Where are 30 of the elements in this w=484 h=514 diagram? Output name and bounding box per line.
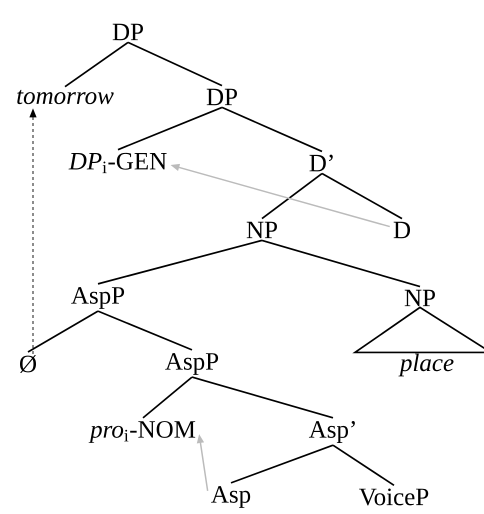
tree-branch: [28, 310, 98, 353]
category-label: Asp: [211, 486, 250, 508]
word-label: tomorrow: [17, 90, 114, 104]
tree-branch: [192, 376, 334, 419]
tree-branch: [64, 42, 128, 88]
category-label: AspP: [71, 287, 124, 309]
tree-branch: [262, 240, 420, 288]
tree-branch: [98, 310, 192, 351]
category-label: DP: [206, 88, 237, 106]
word-label: pro$_{i}$-NOM: [88, 421, 196, 443]
tree-branch: [98, 240, 262, 285]
category-label: NP: [246, 222, 277, 238]
category-label: VoiceP: [359, 488, 428, 506]
word-label: place: [398, 354, 454, 376]
tree-branch: [261, 172, 322, 220]
category-label: D’: [310, 154, 333, 172]
tree-branch: [332, 444, 394, 486]
tree-branch: [128, 42, 222, 86]
category-label: Asp’: [308, 421, 355, 443]
word-label: DP$_{i}$-GEN: [68, 152, 167, 174]
category-label: AspP: [165, 353, 218, 375]
tree-branch: [230, 444, 334, 484]
category-label: D: [394, 222, 410, 238]
tree-branch: [142, 376, 193, 418]
tree-branch: [322, 172, 402, 220]
category-label: DP: [112, 24, 143, 40]
category-label: NP: [404, 290, 435, 306]
tree-branch: [118, 106, 222, 150]
null-symbol: Ø: [20, 355, 36, 373]
tree-branch: [222, 106, 322, 152]
